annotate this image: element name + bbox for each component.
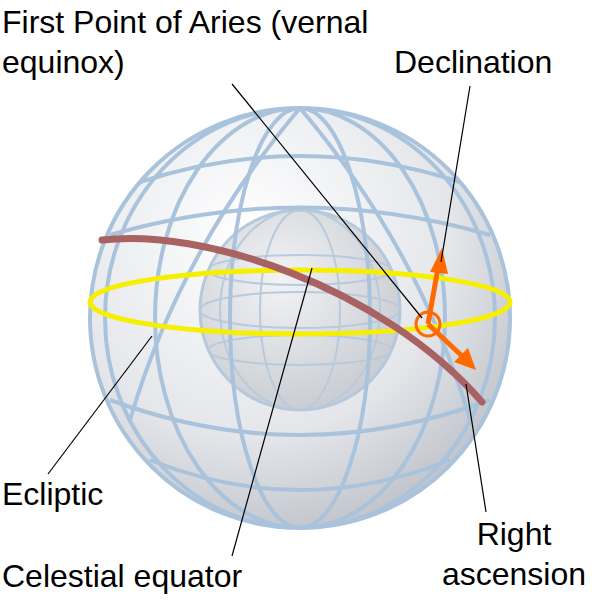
leader-lines (48, 84, 486, 556)
celestial-sphere (90, 108, 510, 528)
point-label: First Point of Aries (vernal equinox) (2, 2, 374, 82)
sphere-grid (105, 108, 495, 528)
coordinate-arrows (428, 248, 476, 370)
circle-label: Ecliptic (2, 474, 202, 514)
ecliptic-circle (102, 238, 482, 402)
circle-label: Celestial equator (2, 556, 302, 596)
axis-label: Declination (394, 42, 598, 82)
axis-label: Right ascension (430, 514, 598, 594)
